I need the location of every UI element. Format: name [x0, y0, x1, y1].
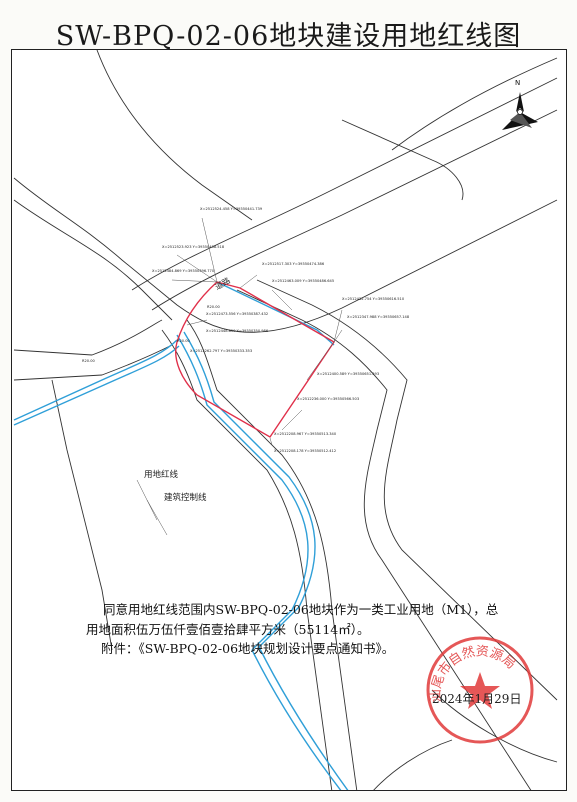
road-edge [161, 329, 333, 790]
coord-label: X=2512432.754 Y=39350616.510 [342, 297, 405, 301]
coord-label: X=2512484.869 Y=39350396.770 [152, 269, 215, 273]
coord-label: X=2512473.556 Y=39350387.432 [206, 312, 268, 316]
road-edge [51, 379, 113, 651]
coord-label: X=2512524.458 Y=39350441.739 [200, 207, 263, 211]
north-label: N [515, 79, 520, 87]
road-lines [13, 50, 558, 790]
road-edge [131, 77, 558, 291]
blue-line [216, 281, 335, 346]
coordinate-labels: X=2512524.458 Y=39350441.739 X=2512523.9… [152, 207, 410, 453]
blue-line [251, 649, 342, 790]
leader-lines [136, 217, 343, 536]
blue-line [176, 334, 309, 651]
map-frame: X=2512524.458 Y=39350441.739 X=2512523.9… [11, 49, 567, 791]
road-edge [13, 319, 163, 356]
declaration-line-1: 同意用地红线范围内SW-BPQ-02-06地块作为一类工业用地（M1），总 [103, 602, 499, 617]
page-title: SW-BPQ-02-06地块建设用地红线图 [55, 21, 522, 52]
road-edge [341, 119, 464, 201]
radius-label: R20.00 [207, 305, 220, 309]
seal-star-icon [460, 672, 500, 709]
coord-label: X=2512517.303 Y=39350474.386 [262, 262, 325, 266]
land-red-line [175, 281, 336, 438]
road-edge [13, 199, 173, 321]
document-date: 2024年1月29日 [432, 692, 522, 706]
official-seal-icon: 汕尾市自然资源局 [426, 636, 534, 744]
radius-label: R20.00 [177, 339, 190, 343]
legend-red-line-label: 用地红线 [144, 469, 179, 480]
coord-label: X=2512523.923 Y=39350438.518 [162, 245, 225, 249]
road-edge [151, 109, 558, 311]
road-edge [96, 50, 253, 221]
road-edge [13, 177, 558, 333]
road-edge [236, 289, 532, 790]
radius-label: R20.00 [82, 359, 95, 363]
site-map: X=2512524.458 Y=39350441.739 X=2512523.9… [13, 50, 558, 790]
legend-build-line-label: 建筑控制线 [164, 492, 207, 503]
coord-label: X=2512400.589 Y=39350651.293 [317, 372, 379, 376]
north-arrow-icon: N [502, 79, 538, 130]
blue-line [13, 339, 178, 421]
dimension-labels: R20.00 R20.00 R20.00 [82, 305, 220, 363]
road-edge [431, 689, 558, 763]
coord-label: X=2512208.967 Y=39350513.340 [274, 432, 337, 436]
coord-label: X=2512347.988 Y=39350657.148 [347, 315, 410, 319]
coord-label: X=2512236.000 Y=39350566.503 [297, 397, 359, 401]
road-edge [373, 739, 453, 790]
blue-line [13, 345, 180, 426]
blue-line [183, 331, 316, 648]
declaration-line-3: 附件：《SW-BPQ-02-06地块规划设计要点通知书》。 [101, 641, 395, 656]
road-edge [186, 319, 358, 790]
road-edge [391, 57, 558, 151]
building-control-lines [13, 281, 349, 790]
coord-label: X=2512208.178 Y=39350512.412 [274, 449, 336, 453]
coord-label: X=2512262.797 Y=39350333.353 [190, 349, 252, 353]
coord-label: X=2512463.009 Y=39350486.645 [272, 279, 334, 283]
road-edge [256, 279, 558, 701]
blue-line [258, 646, 349, 790]
coord-label: X=2512448.859 Y=39350350.986 [206, 329, 269, 333]
declaration-line-2: 用地面积伍万伍仟壹佰壹拾肆平方米（55114㎡）。 [86, 622, 370, 637]
